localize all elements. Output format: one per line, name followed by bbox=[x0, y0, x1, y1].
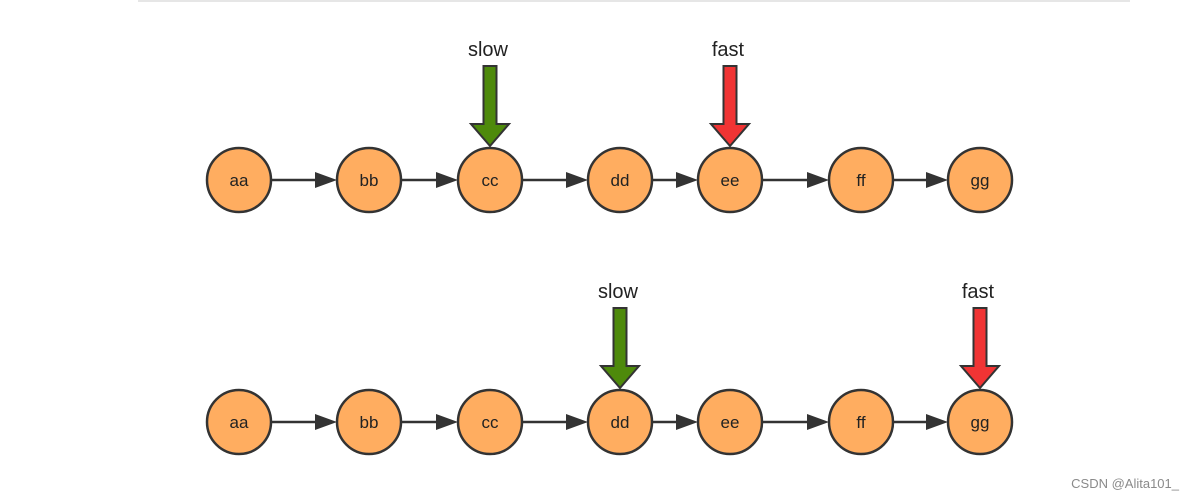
node-label: ff bbox=[856, 171, 865, 190]
edge-arrow bbox=[271, 414, 337, 430]
node-label: dd bbox=[611, 413, 630, 432]
edge-arrow bbox=[522, 414, 588, 430]
node-label: gg bbox=[971, 413, 990, 432]
slow-label: slow bbox=[598, 281, 639, 303]
edge-arrow bbox=[652, 414, 698, 430]
list-node: gg bbox=[946, 146, 1014, 214]
node-label: ee bbox=[721, 171, 740, 190]
list-node: ee bbox=[696, 146, 764, 214]
slow-label: slow bbox=[468, 39, 509, 61]
fast-pointer: fast bbox=[708, 39, 752, 148]
slow-pointer: slow bbox=[598, 281, 642, 390]
fast-label: fast bbox=[962, 281, 995, 303]
node-label: cc bbox=[482, 171, 500, 190]
edge-arrow bbox=[271, 172, 337, 188]
edge-arrow bbox=[893, 414, 948, 430]
edge-arrow bbox=[401, 414, 458, 430]
edge-arrow bbox=[762, 414, 829, 430]
list-node: cc bbox=[456, 388, 524, 456]
pointer-arrow-icon bbox=[468, 65, 512, 148]
pointer-arrow-icon bbox=[958, 307, 1002, 390]
edge-arrow bbox=[762, 172, 829, 188]
list-node: dd bbox=[586, 146, 654, 214]
edge-arrow bbox=[893, 172, 948, 188]
node-label: ee bbox=[721, 413, 740, 432]
node-label: gg bbox=[971, 171, 990, 190]
list-node: aa bbox=[205, 388, 273, 456]
watermark-text: CSDN @Alita101_ bbox=[1071, 476, 1179, 491]
node-label: aa bbox=[230, 171, 249, 190]
node-label: cc bbox=[482, 413, 500, 432]
pointer-arrow-icon bbox=[598, 307, 642, 390]
list-node: bb bbox=[335, 388, 403, 456]
edge-arrow bbox=[652, 172, 698, 188]
list-node: gg bbox=[946, 388, 1014, 456]
slow-pointer: slow bbox=[468, 39, 512, 148]
edge-arrow bbox=[401, 172, 458, 188]
list-node: aa bbox=[205, 146, 273, 214]
node-label: bb bbox=[360, 171, 379, 190]
list-node: ff bbox=[827, 388, 895, 456]
list-node: bb bbox=[335, 146, 403, 214]
fast-label: fast bbox=[712, 39, 745, 61]
fast-pointer: fast bbox=[958, 281, 1002, 390]
node-label: bb bbox=[360, 413, 379, 432]
list-node: cc bbox=[456, 146, 524, 214]
list-node: dd bbox=[586, 388, 654, 456]
node-label: aa bbox=[230, 413, 249, 432]
pointer-arrow-icon bbox=[708, 65, 752, 148]
edge-arrow bbox=[522, 172, 588, 188]
top-divider bbox=[138, 0, 1130, 2]
list-node: ff bbox=[827, 146, 895, 214]
list-node: ee bbox=[696, 388, 764, 456]
list-diagram-1: aa bb cc dd ee ff gg slow fast bbox=[205, 39, 1014, 214]
node-label: ff bbox=[856, 413, 865, 432]
list-diagram-2: aa bb cc dd ee ff gg slow fast bbox=[205, 281, 1014, 456]
node-label: dd bbox=[611, 171, 630, 190]
